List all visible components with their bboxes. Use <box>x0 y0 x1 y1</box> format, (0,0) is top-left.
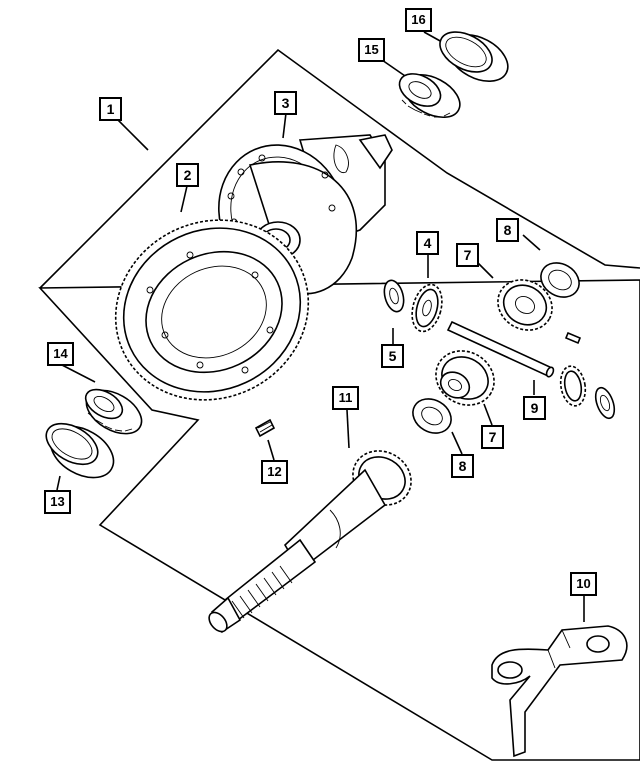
pinion-gear-7-lower <box>435 350 495 406</box>
thrust-washer-8-lower <box>412 398 452 434</box>
callout-13: 13 <box>44 490 71 514</box>
thrust-washer-lower-right <box>594 386 616 420</box>
assembly-boundary <box>38 48 640 761</box>
callout-3: 3 <box>274 91 297 115</box>
callout-14: 14 <box>47 342 74 366</box>
roll-pin <box>564 331 582 345</box>
roller-bearing-14 <box>84 388 143 435</box>
callout-7-lower: 7 <box>481 425 504 449</box>
callout-4: 4 <box>416 231 439 255</box>
pinion-gear-7-upper <box>497 279 553 331</box>
callout-7-upper: 7 <box>456 243 479 267</box>
thrust-washer-8-upper <box>540 262 580 298</box>
callout-12: 12 <box>261 460 288 484</box>
bearing-cup-13 <box>45 422 115 479</box>
leader-lines <box>56 31 585 622</box>
cross-shaft-9 <box>446 320 555 378</box>
callout-1: 1 <box>99 97 122 121</box>
pinion-shaft-11 <box>208 450 412 634</box>
thrust-washer-5 <box>383 279 405 313</box>
roller-bearing-15 <box>398 73 461 119</box>
callout-2: 2 <box>176 163 199 187</box>
callout-9: 9 <box>523 396 546 420</box>
ring-gear-2 <box>114 219 310 401</box>
callout-5: 5 <box>381 344 404 368</box>
stud-12 <box>254 418 276 438</box>
callout-15: 15 <box>358 38 385 62</box>
callout-11: 11 <box>332 386 359 410</box>
bracket-10 <box>491 625 628 758</box>
callout-8-lower: 8 <box>451 454 474 478</box>
side-gear-lower-right <box>559 365 587 407</box>
callout-16: 16 <box>405 8 432 32</box>
side-gear-4 <box>411 283 443 333</box>
callout-8-upper: 8 <box>496 218 519 242</box>
callout-10: 10 <box>570 572 597 596</box>
bearing-cup-16 <box>439 31 509 82</box>
